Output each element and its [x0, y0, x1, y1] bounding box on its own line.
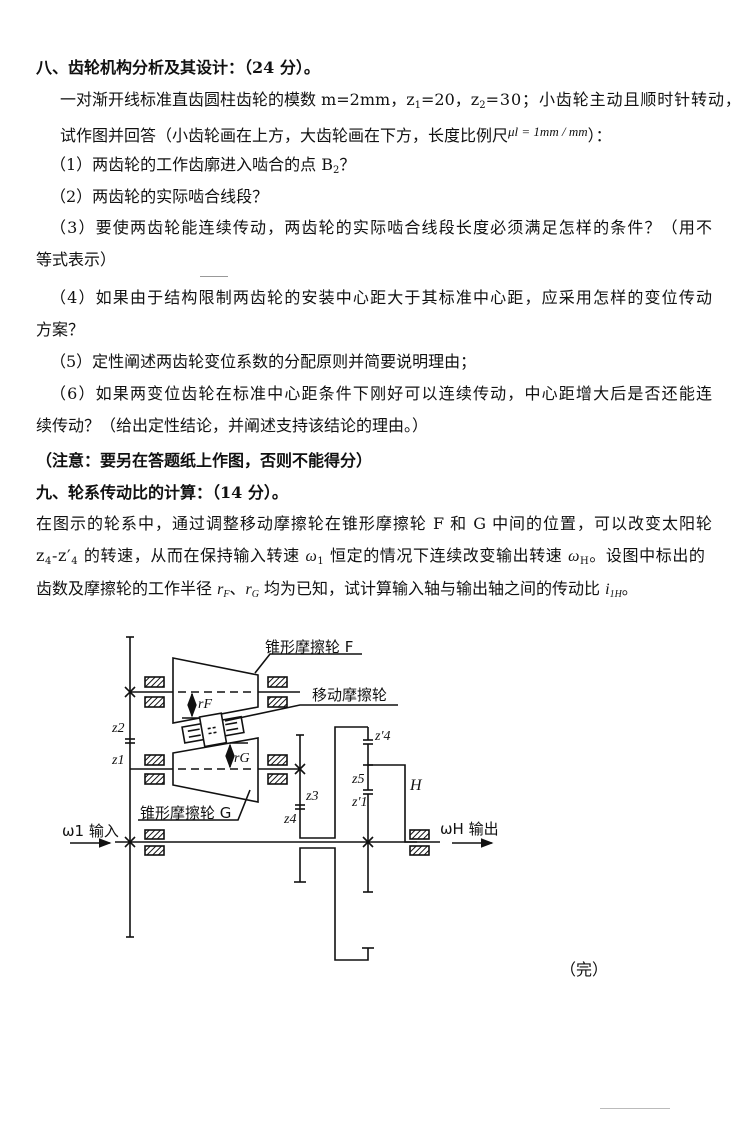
symbol: i [605, 581, 610, 598]
q8-intro-line1: 一对渐开线标准直齿圆柱齿轮的模数 m=2mm，z1=20，z2=30；小齿轮主动… [60, 90, 741, 111]
text: -z′ [52, 546, 72, 565]
subscript: G [251, 589, 259, 600]
text: 。设图中标出的 [589, 546, 706, 565]
q8-item-1: （1）两齿轮的工作齿廓进入啮合的点 B2？ [50, 155, 356, 176]
q8-item-6-cont: 续传动？（给出定性结论，并阐述支持该结论的理由。） [36, 416, 429, 435]
planetary-gears [362, 727, 430, 893]
cone-friction-wheel-G [130, 737, 300, 803]
label-input: ω1 输入 [62, 822, 119, 840]
q8-item-4: （4）如果由于结构限制两齿轮的安装中心距大于其标准中心距，应采用怎样的变位传动 [50, 288, 712, 307]
subscript: 1 [414, 100, 421, 111]
subscript: F [223, 589, 230, 600]
symbol: ω [305, 548, 318, 565]
label-z1-prime: z′1 [351, 795, 368, 810]
subscript: 1H [609, 589, 622, 600]
q8-intro-text: ）： [587, 126, 612, 145]
text: 齿数及摩擦轮的工作半径 [36, 579, 218, 598]
q8-intro-text: =30；小齿轮主动且顺时针转动， [485, 90, 742, 109]
text: 恒定的情况下连续改变输出转速 [324, 546, 569, 565]
q9-para-line3: 齿数及摩擦轮的工作半径 rF、rG 均为已知，试计算输入轴与输出轴之间的传动比 … [36, 579, 638, 600]
q8-intro-text: 一对渐开线标准直齿圆柱齿轮的模数 m=2mm，z [60, 90, 415, 109]
cone-friction-wheel-F [130, 657, 300, 724]
subscript: 2 [333, 165, 340, 176]
subscript: H [580, 556, 590, 567]
q8-item-3: （3）要使两齿轮能连续传动，两齿轮的实际啮合线段长度必须满足怎样的条件？（用不 [50, 218, 712, 237]
text: 均为已知，试计算输入轴与输出轴之间的传动比 [258, 579, 606, 598]
q8-item-5: （5）定性阐述两齿轮变位系数的分配原则并简要说明理由； [50, 352, 477, 371]
q8-item-3-cont: 等式表示） [36, 250, 117, 269]
label-z1: z1 [111, 753, 124, 768]
text: 的转速，从而在保持输入转速 [78, 546, 306, 565]
subscript: 2 [479, 100, 486, 111]
scan-mark [600, 1108, 670, 1109]
q8-item-2: （2）两齿轮的实际啮合线段？ [50, 187, 269, 206]
gear-z1-z2 [124, 636, 136, 938]
scan-mark [200, 276, 228, 277]
gear-z3-z4 [294, 726, 374, 961]
symbol: ω [568, 548, 580, 565]
label-rG: rG [234, 751, 250, 766]
label-moving-wheel: 移动摩擦轮 [312, 686, 387, 704]
leader-F [254, 653, 362, 674]
q8-intro-line2: 试作图并回答（小齿轮画在上方，大齿轮画在下方，长度比例尺μl = 1mm / m… [60, 122, 612, 146]
q8-title: 八、齿轮机构分析及其设计：（24 分）。 [36, 58, 320, 77]
label-cone-F: 锥形摩擦轮 F [265, 638, 353, 656]
symbol: r [217, 581, 224, 598]
symbol: r [245, 581, 252, 598]
q8-item-6: （6）如果两变位齿轮在标准中心距条件下刚好可以连续传动，中心距增大后是否还能连 [50, 384, 712, 403]
label-z4-prime: z′4 [374, 729, 391, 744]
item-text: ？ [339, 155, 356, 174]
label-z4: z4 [283, 812, 296, 827]
q8-intro-text: 试作图并回答（小齿轮画在上方，大齿轮画在下方，长度比例尺 [60, 126, 509, 145]
label-z5: z5 [351, 772, 364, 787]
label-cone-G: 锥形摩擦轮 G [140, 804, 231, 822]
label-z2: z2 [111, 721, 124, 736]
q9-para-line1: 在图示的轮系中，通过调整移动摩擦轮在锥形摩擦轮 F 和 G 中间的位置，可以改变… [36, 514, 712, 533]
label-rF: rF [198, 697, 212, 712]
label-output: ωH 输出 [440, 820, 499, 838]
bearing [144, 829, 165, 840]
end-mark: （完） [560, 960, 609, 979]
scale-formula: μl = 1mm / mm [508, 124, 588, 139]
label-z3: z3 [305, 789, 318, 804]
text: 、 [229, 579, 246, 598]
q8-item-4-cont: 方案？ [36, 320, 85, 339]
q8-intro-text: =20，z [421, 90, 480, 109]
q8-note: （注意：要另在答题纸上作图，否则不能得分） [36, 451, 373, 470]
item-text: （1）两齿轮的工作齿廓进入啮合的点 B [50, 155, 334, 174]
q9-para-line2: z4-z′4 的转速，从而在保持输入转速 ω1 恒定的情况下连续改变输出转速 ω… [36, 546, 706, 567]
moving-friction-wheel [181, 712, 245, 748]
label-carrier-H: H [409, 777, 423, 794]
q9-title: 九、轮系传动比的计算：（14 分）。 [36, 483, 288, 502]
leader-moving [224, 704, 398, 722]
subscript: 4 [71, 556, 79, 567]
leader-G [138, 789, 251, 821]
bearing [144, 845, 165, 856]
subscript: 1 [317, 556, 325, 567]
text: z [36, 546, 46, 565]
subscript: 4 [45, 556, 52, 567]
text: 。 [621, 579, 638, 598]
